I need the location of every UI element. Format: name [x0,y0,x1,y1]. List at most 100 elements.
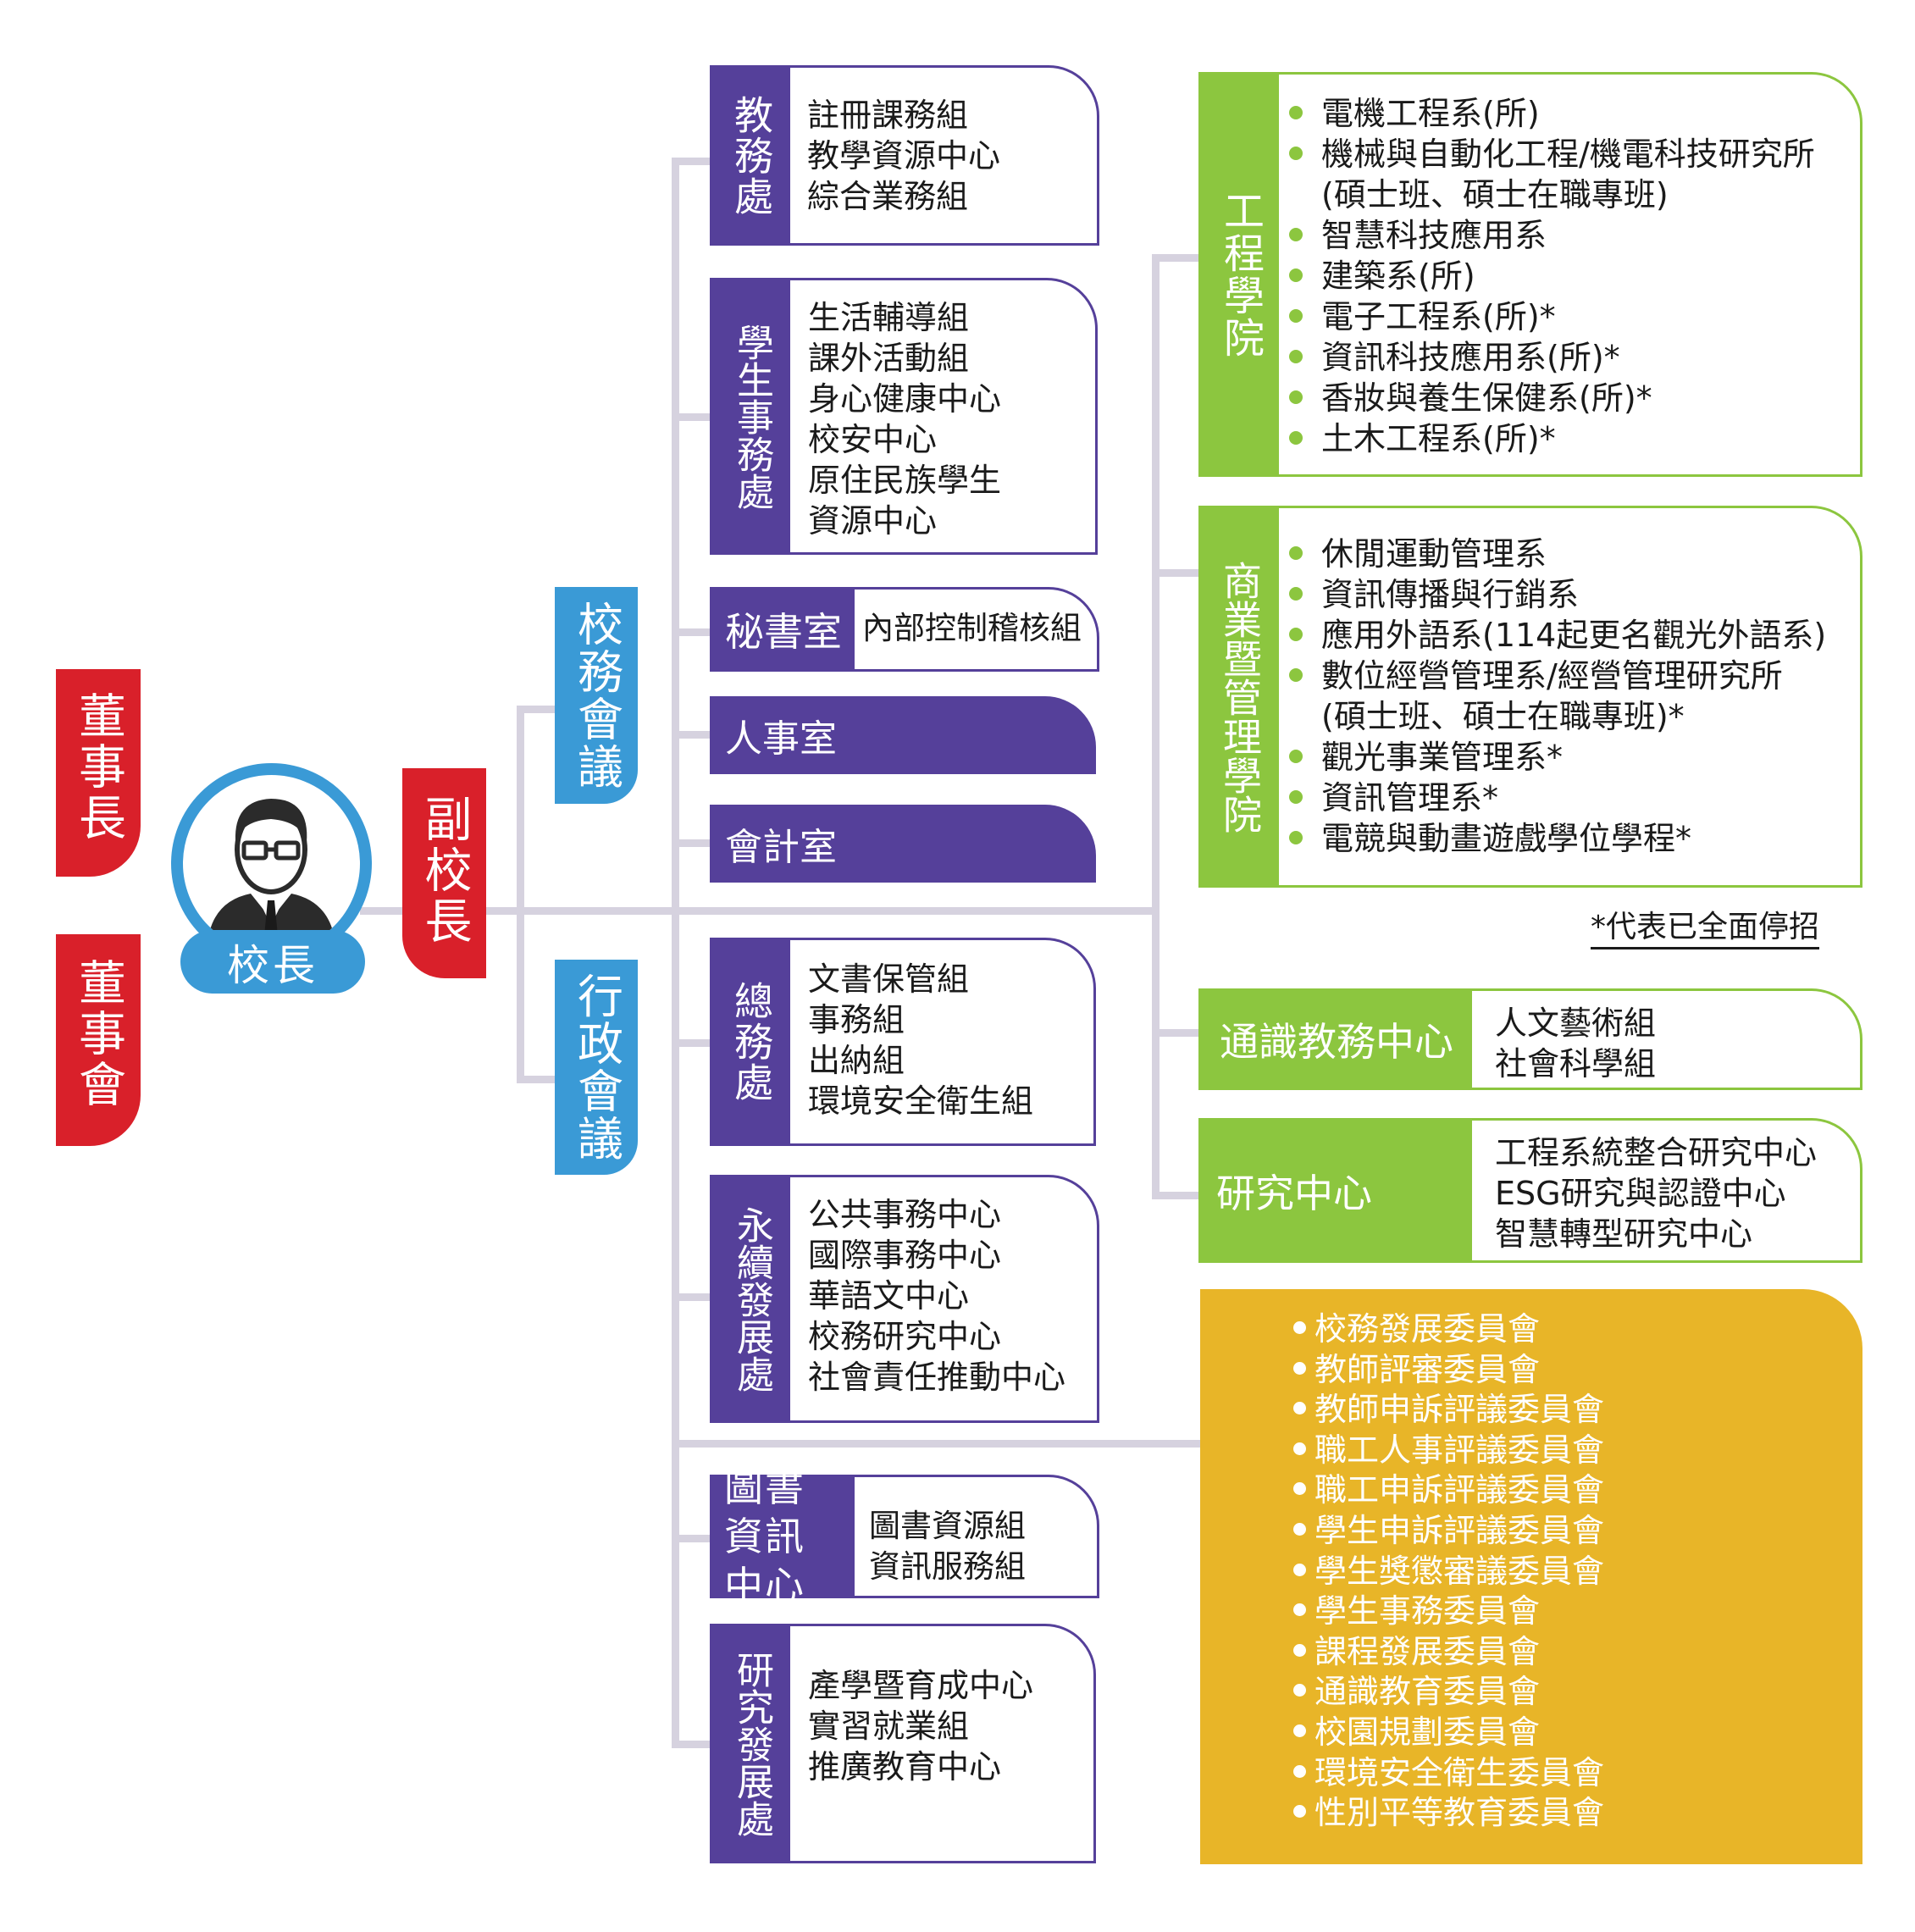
board-of-directors-label: 董事會 [70,958,126,1110]
admin-unit-personnel: 人事室 [710,696,1096,774]
bullet-icon [1289,146,1303,160]
college-department-list: 電機工程系(所) 機械與自動化工程/機電科技研究所 (碩士班、碩士在職專班) 智… [1289,93,1815,459]
bullet-icon [1293,1724,1306,1737]
vice-president-label: 副校長 [417,794,472,947]
list-item: 職工人事評議委員會 [1293,1431,1604,1471]
connector-president-vp [360,907,407,915]
connector-stub-6 [672,1039,710,1047]
admin-unit-label: 研究發展處 [730,1650,773,1837]
connector-academic-stub-2 [1152,569,1201,577]
list-item: 公共事務中心 [808,1196,1002,1233]
connector-council-vertical [517,706,524,1083]
college-label-box: 工程學院 [1201,75,1279,474]
admin-unit-label: 總務處 [728,981,774,1103]
connector-main-horizontal [483,907,1152,915]
list-item: 職工申訴評議委員會 [1293,1470,1604,1511]
bullet-icon [1289,390,1303,404]
college-department-list: 休閒運動管理系 資訊傳播與行銷系 應用外語系(114起更名觀光外語系) 數位經營… [1289,534,1826,859]
vice-president-box: 副校長 [402,768,486,978]
center-label: 研究中心 [1216,1170,1372,1216]
list-item: 觀光事業管理系* [1289,737,1826,778]
college-engineering: 工程學院 電機工程系(所) 機械與自動化工程/機電科技研究所 (碩士班、碩士在職… [1198,72,1862,477]
list-item: 華語文中心 [808,1277,970,1315]
bullet-icon [1293,1643,1306,1657]
college-business-management: 商業暨管理學院 休閒運動管理系 資訊傳播與行銷系 應用外語系(114起更名觀光外… [1198,506,1862,888]
center-items: 人文藝術組 社會科學組 [1495,1003,1656,1084]
list-item: 應用外語系(114起更名觀光外語系) [1289,615,1826,656]
bullet-icon [1293,1442,1306,1455]
list-item: (碩士班、碩士在職專班) [1321,176,1669,213]
admin-unit-items: 註冊課務組 教學資源中心 綜合業務組 [807,95,1000,217]
administrative-council-box: 行政會議 [555,960,638,1175]
list-item: 文書保管組 [808,960,970,998]
admin-unit-label: 教務處 [728,94,774,217]
bullet-icon [1293,1563,1306,1576]
bullet-icon [1293,1684,1306,1697]
list-item: 人文藝術組 [1495,1005,1657,1042]
admin-unit-items: 公共事務中心 國際事務中心 華語文中心 校務研究中心 社會責任推動中心 [808,1194,1065,1398]
bullet-icon [1293,1522,1306,1536]
list-item: 資訊服務組 [869,1548,1026,1585]
bullet-icon [1293,1402,1306,1415]
bullet-icon [1293,1361,1306,1375]
admin-unit-student-affairs: 學生事務處 生活輔導組 課外活動組 身心健康中心 校安中心 原住民族學生 資源中… [710,278,1098,555]
list-item: 國際事務中心 [808,1237,1002,1274]
list-item: 通識教育委員會 [1293,1672,1604,1713]
list-item: 教師評審委員會 [1293,1350,1604,1391]
center-items: 工程系統整合研究中心 ESG研究與認證中心 智慧轉型研究中心 [1495,1132,1817,1254]
admin-unit-label-box: 秘書室 [712,590,855,669]
footnote-text: *代表已全面停招 [1591,910,1820,944]
list-item: 學生獎懲審議委員會 [1293,1552,1604,1592]
list-item: 資訊管理系* [1289,778,1826,818]
list-item: 環境安全衛生委員會 [1293,1753,1604,1794]
bullet-icon [1289,430,1303,445]
center-research: 研究中心 工程系統整合研究中心 ESG研究與認證中心 智慧轉型研究中心 [1198,1118,1862,1263]
connector-council-top [517,706,559,713]
admin-unit-accounting: 會計室 [710,805,1096,883]
admin-unit-academic-affairs: 教務處 註冊課務組 教學資源中心 綜合業務組 [710,65,1099,246]
university-council-box: 校務會議 [555,587,638,804]
list-item: (碩士班、碩士在職專班)* [1321,698,1685,735]
admin-unit-items: 文書保管組 事務組 出納組 環境安全衛生組 [808,959,1033,1121]
connector-academic-stub-4 [1152,1192,1201,1199]
list-item: 資訊科技應用系(所)* [1289,337,1815,378]
admin-unit-library-information: 圖書資訊中心 圖書資源組 資訊服務組 [710,1464,1099,1608]
bullet-icon [1289,830,1303,844]
list-item: 原住民族學生 [808,462,1002,499]
connector-council-bottom [517,1076,559,1083]
college-label: 商業暨管理學院 [1217,560,1263,833]
admin-unit-sustainable-development: 永續發展處 公共事務中心 國際事務中心 華語文中心 校務研究中心 社會責任推動中… [710,1175,1099,1423]
admin-unit-label-box: 圖書資訊中心 [712,1464,855,1608]
connector-stub-9 [672,1741,710,1748]
connector-stub-2 [672,413,710,421]
connector-academic-trunk [1152,254,1160,1199]
admin-unit-label-box: 研究發展處 [712,1626,790,1861]
person-icon [207,799,336,952]
list-item: 出納組 [808,1042,905,1079]
connector-stub-1 [672,158,710,165]
bullet-icon [1289,789,1303,804]
list-item: 建築系(所) [1289,256,1815,296]
list-item: 社會責任推動中心 [808,1359,1066,1396]
connector-stub-7 [672,1293,710,1301]
list-item: 校安中心 [808,421,938,458]
president-label: 校長 [227,940,318,990]
bullet-icon [1289,586,1303,601]
board-of-directors-box: 董事會 [56,934,141,1146]
center-label-box: 研究中心 [1201,1121,1472,1260]
admin-unit-label-box: 總務處 [712,940,790,1143]
admin-unit-label-box: 學生事務處 [712,280,790,552]
bullet-icon [1293,1805,1306,1819]
admin-unit-label: 人事室 [725,717,837,761]
university-council-label: 校務會議 [569,601,623,790]
list-item: 教師申訴評議委員會 [1293,1390,1604,1431]
chairman-box: 董事長 [56,669,141,877]
connector-admin-trunk [672,158,679,1748]
list-item: 資訊傳播與行銷系 [1289,574,1826,615]
admin-unit-label: 圖書資訊中心 [724,1464,805,1608]
list-item: 課程發展委員會 [1293,1632,1604,1673]
list-item: ESG研究與認證中心 [1495,1175,1786,1212]
chairman-label: 董事長 [70,690,126,844]
connector-stub-5 [672,839,710,847]
list-item: 資源中心 [808,502,938,540]
